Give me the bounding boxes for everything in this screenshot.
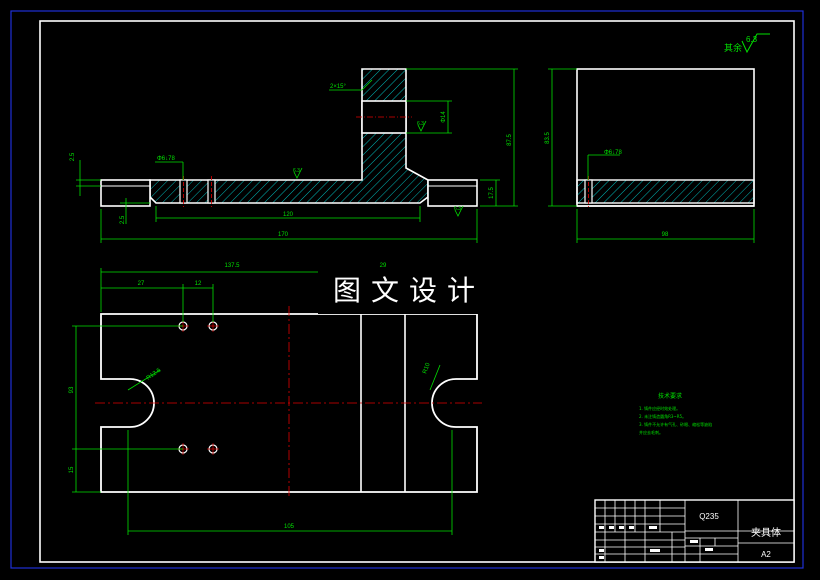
side-dim-width: 98	[662, 232, 669, 238]
dim-bore: Φ14	[441, 111, 447, 123]
front-right-flange	[427, 179, 478, 207]
dim-total-width: 170	[278, 232, 289, 238]
title-part-name: 夹具体	[751, 526, 781, 539]
tech-line-3: 3. 铸件不允许有气孔、砂眼、缩松等缺陷	[639, 421, 712, 427]
dim-flange-height: 17.5	[489, 187, 495, 199]
tech-title: 技术要求	[658, 392, 682, 400]
tech-line-2: 2. 未注铸造圆角R3~R5。	[639, 413, 686, 419]
top-dim-overall: 137.5	[224, 263, 240, 269]
top-dim-hole-edge: 15	[69, 466, 75, 473]
tech-line-1: 1. 铸件应经时效处理。	[639, 405, 680, 411]
dim-inner-width: 120	[283, 212, 294, 218]
title-sheet-size: A2	[761, 550, 771, 559]
side-dim-hole: Φ6↓78	[604, 150, 622, 156]
dim-chamfer: 2×15°	[330, 84, 347, 90]
dim-bottom-step: 2.5	[120, 215, 126, 224]
top-dim-hole-offset: 27	[138, 281, 145, 287]
side-hatch	[576, 179, 755, 204]
title-block: Q235 夹具体 A2	[594, 499, 795, 563]
top-dim-left-height: 93	[69, 386, 75, 393]
dim-hole-spec: Φ6↓78	[157, 156, 175, 162]
tech-line-4: 并应去毛刺。	[639, 429, 663, 435]
top-view: 137.5 29 27 12 93 15 105 R12.5 R10	[69, 263, 500, 535]
front-rough-3: 6.3	[454, 206, 461, 212]
dim-total-height: 87.5	[507, 134, 513, 146]
top-dim-slot: 29	[380, 263, 387, 269]
front-rough-2: 6.3	[417, 121, 424, 127]
front-rough-1: 6.3	[293, 168, 300, 174]
top-dim-right-radius: R10	[422, 362, 432, 375]
front-view: 170 120 87.5 17.5 Φ14 2×15° Φ6↓78 2.5 2.…	[70, 68, 518, 243]
watermark-banner: 图文设计	[318, 268, 500, 314]
title-material: Q235	[699, 512, 719, 521]
roughness-prefix: 其余	[724, 42, 742, 54]
front-left-flange	[100, 179, 151, 207]
side-view: 83.5 98 Φ6↓78	[545, 68, 755, 243]
side-dim-height: 83.5	[545, 132, 551, 144]
dim-left-thickness: 2.5	[70, 152, 76, 161]
roughness-note: 其余 6.3	[724, 33, 770, 54]
top-outline	[100, 313, 478, 493]
top-dim-hole-pitch: 12	[195, 281, 202, 287]
outer-frame	[10, 10, 804, 569]
front-view-section	[149, 68, 429, 204]
roughness-value: 6.3	[746, 35, 758, 44]
top-dim-left-radius: R12.5	[146, 367, 163, 381]
inner-frame	[39, 20, 795, 563]
tech-requirements: 技术要求 1. 铸件应经时效处理。 2. 未注铸造圆角R3~R5。 3. 铸件不…	[639, 392, 712, 435]
top-dim-bottom: 105	[284, 524, 295, 530]
